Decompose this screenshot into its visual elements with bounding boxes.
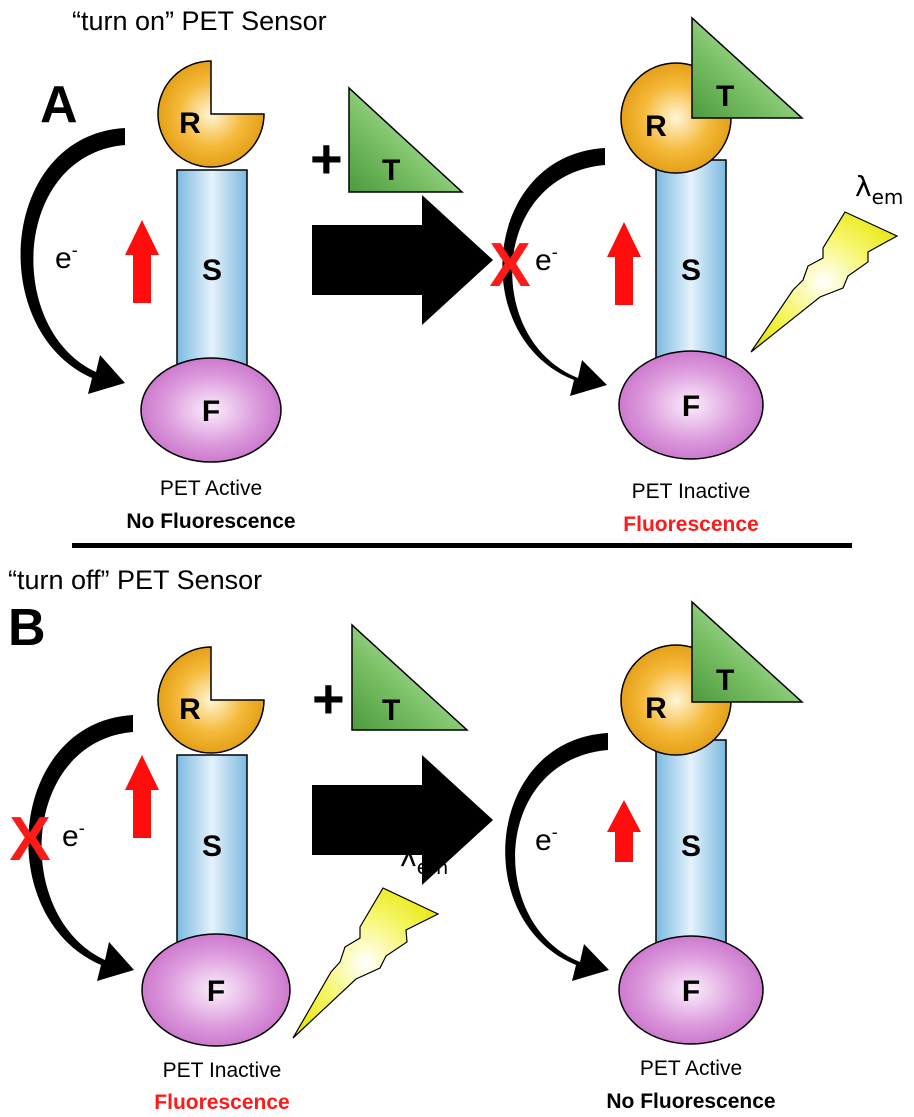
- panel-a-letter: A: [40, 76, 78, 134]
- electron-transfer-arrow: [28, 715, 134, 981]
- receptor-label: R: [645, 110, 667, 143]
- result-label: Fluorescence: [154, 1091, 289, 1114]
- reaction-arrow: [312, 195, 493, 325]
- state-label: PET Inactive: [632, 480, 751, 503]
- panel-b-left-sensor: X e- S F R λem PET Inactive Fluorescence: [9, 646, 448, 1114]
- fluorophore-label: F: [682, 390, 700, 423]
- bound-target-triangle: [691, 16, 804, 119]
- lightning-icon: [292, 887, 440, 1039]
- spacer-block: [655, 739, 727, 946]
- state-label: PET Inactive: [163, 1059, 282, 1082]
- bound-target-label: T: [716, 664, 734, 697]
- blocked-x-mark: X: [489, 231, 530, 300]
- blocked-x-mark: X: [9, 805, 50, 874]
- panel-divider: [72, 543, 852, 548]
- state-label: PET Active: [160, 477, 262, 500]
- fluorophore-ellipse: [618, 935, 764, 1045]
- receptor-label: R: [179, 107, 201, 140]
- spacer-label: S: [681, 830, 701, 863]
- receptor-pacman: [157, 646, 265, 754]
- fluorophore-ellipse: [141, 933, 291, 1047]
- spacer-label: S: [202, 830, 222, 863]
- electron-transfer-arrow: [20, 128, 125, 394]
- panel-a-right-sensor: X e- S F R T λem PET Inactive Fluorescen…: [489, 16, 903, 536]
- spacer-block: [176, 754, 248, 951]
- fluorophore-label: F: [202, 395, 220, 428]
- fluorophore-ellipse: [140, 357, 282, 463]
- reaction-arrow: [312, 755, 493, 885]
- receptor-label: R: [645, 692, 667, 725]
- electron-label: e-: [62, 818, 85, 853]
- plus-sign: +: [312, 667, 345, 730]
- spacer-label: S: [681, 254, 701, 287]
- up-arrow-icon: [607, 800, 641, 862]
- electron-label: e-: [535, 822, 558, 857]
- receptor-label: R: [179, 693, 201, 726]
- panel-a-title: “turn on” PET Sensor: [72, 6, 327, 36]
- spacer-block: [176, 169, 248, 377]
- fluorophore-ellipse: [618, 350, 764, 460]
- state-label: PET Active: [640, 1057, 742, 1080]
- fluorophore-label: F: [682, 975, 700, 1008]
- emission-label: λem: [855, 170, 903, 209]
- spacer-block: [655, 159, 727, 371]
- fluorophore-label: F: [207, 975, 225, 1008]
- electron-label: e-: [55, 240, 78, 275]
- target-label: T: [382, 694, 400, 727]
- lightning-icon: [750, 211, 899, 353]
- panel-b-right-sensor: e- S F R T PET Active No Fluorescence: [505, 600, 804, 1113]
- up-arrow-icon: [607, 222, 641, 305]
- electron-transfer-arrow: [502, 148, 607, 396]
- result-label: No Fluorescence: [606, 1090, 775, 1113]
- electron-transfer-arrow: [505, 733, 609, 981]
- spacer-label: S: [202, 254, 222, 287]
- panel-b-letter: B: [8, 599, 46, 657]
- bound-target-label: T: [716, 80, 734, 113]
- plus-sign: +: [310, 127, 343, 190]
- electron-label: e-: [535, 242, 558, 277]
- target-label: T: [382, 154, 400, 187]
- result-label: Fluorescence: [623, 513, 758, 536]
- bound-target-triangle: [691, 600, 804, 703]
- up-arrow-icon: [125, 220, 159, 303]
- up-arrow-icon: [125, 755, 159, 838]
- panel-a-left-sensor: e- S F R PET Active No Fluorescence: [20, 60, 296, 533]
- receptor-pacman: [157, 60, 265, 168]
- panel-b-title: “turn off” PET Sensor: [8, 565, 262, 595]
- result-label: No Fluorescence: [126, 510, 295, 533]
- target-triangle: [351, 623, 469, 731]
- target-triangle: [348, 86, 464, 193]
